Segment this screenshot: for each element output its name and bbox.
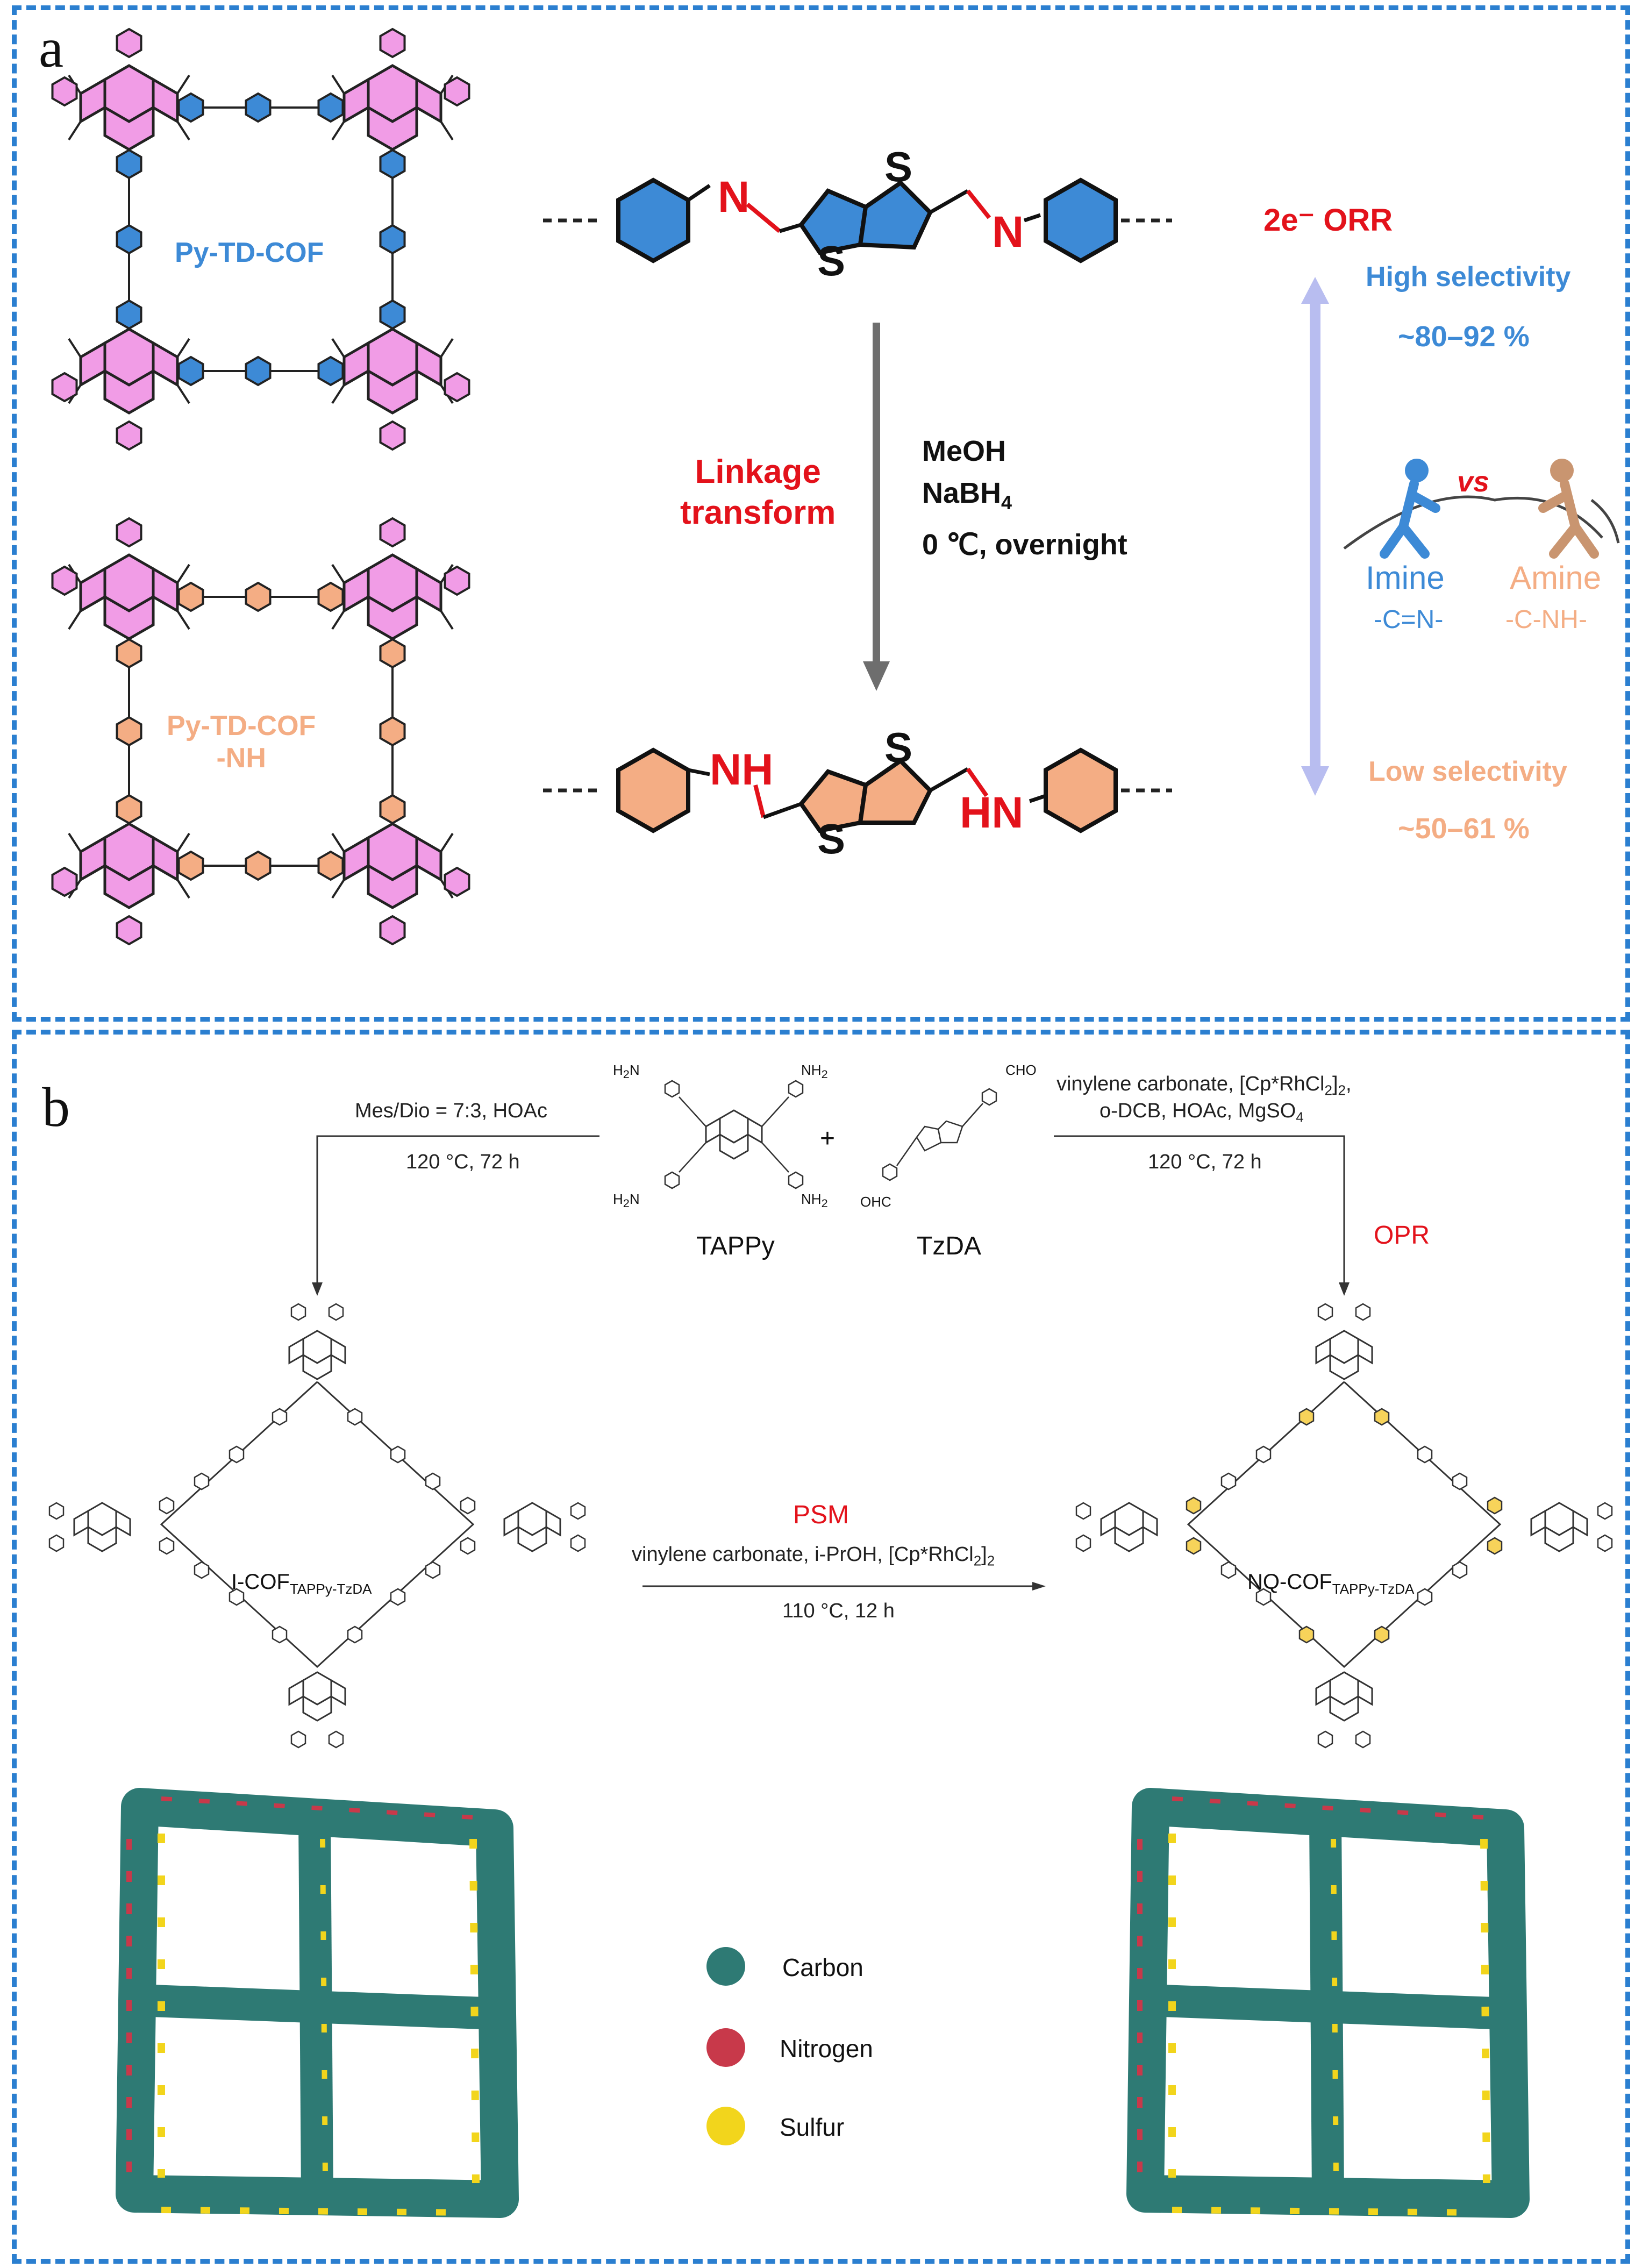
opr-label: OPR: [1374, 1221, 1430, 1250]
psm-arrow: [642, 1582, 1046, 1591]
cond-line1: MeOH: [922, 435, 1006, 467]
psm-conditions-line2: 110 °C, 12 h: [782, 1600, 895, 1622]
tappy-nh2-top: NH2: [801, 1062, 828, 1081]
tzda-cho: CHO: [1005, 1062, 1037, 1078]
imine-formula: -C=N-: [1374, 605, 1444, 634]
cond-line3: 0 ℃, overnight: [922, 528, 1127, 561]
left-conditions-line1: Mes/Dio = 7:3, HOAc: [355, 1100, 547, 1122]
left-conditions-line2: 120 °C, 72 h: [406, 1151, 520, 1173]
cof2-name-line2: -NH: [216, 743, 266, 774]
panel-a: [12, 5, 1630, 1022]
atom-nh: NH: [710, 745, 774, 794]
atom-s-top: S: [884, 143, 913, 190]
tappy-label: TAPPy: [696, 1232, 775, 1260]
nq-cof-rhombus: [1075, 1303, 1613, 1749]
cof1-name: Py-TD-COF: [175, 237, 324, 268]
legend-sulfur-sphere: [706, 2107, 745, 2145]
tzda-monomer: [882, 1088, 997, 1181]
right-conditions-line3: 120 °C, 72 h: [1148, 1151, 1262, 1173]
cond-line2: NaBH4: [922, 477, 1012, 513]
panel-b-label: b: [42, 1076, 70, 1138]
i-cof-label: I-COFTAPPy-TzDA: [231, 1570, 372, 1597]
cof2-name: Py-TD-COF -NH: [167, 710, 316, 774]
imine-label: Imine: [1366, 560, 1445, 596]
nq-cof-3d-framework: [1126, 1788, 1530, 2218]
psm-conditions-line1: vinylene carbonate, i-PrOH, [Cp*RhCl2]2: [632, 1543, 995, 1569]
legend-sulfur-label: Sulfur: [780, 2113, 845, 2141]
left-synthesis-arrow: [312, 1135, 599, 1296]
high-selectivity-label: High selectivity: [1366, 261, 1571, 293]
high-selectivity-value: ~80–92 %: [1398, 320, 1530, 353]
atom-n-left: N: [718, 173, 750, 222]
py-td-cof-nh-structure: [51, 517, 470, 945]
tzda-label: TzDA: [917, 1232, 981, 1260]
psm-label: PSM: [793, 1501, 849, 1529]
tzda-ohc: OHC: [860, 1194, 891, 1210]
right-synthesis-arrow: [1054, 1135, 1350, 1296]
tappy-h2n-top: H2N: [613, 1062, 640, 1081]
atom-s-top-2: S: [884, 724, 913, 771]
low-selectivity-value: ~50–61 %: [1398, 812, 1530, 845]
imine-linker-molecule: [543, 177, 1172, 263]
nq-cof-label: NQ-COFTAPPy-TzDA: [1247, 1570, 1415, 1597]
right-conditions-line1: vinylene carbonate, [Cp*RhCl2]2,: [1056, 1073, 1352, 1099]
tappy-nh2-bottom: NH2: [801, 1191, 828, 1210]
vs-label: vs: [1457, 466, 1490, 498]
atom-hn: HN: [960, 788, 1024, 837]
orr-title: 2e⁻ ORR: [1263, 203, 1393, 238]
reaction-arrow: [863, 323, 890, 691]
low-selectivity-label: Low selectivity: [1368, 756, 1567, 787]
reaction-conditions-a: MeOH NaBH4 0 ℃, overnight: [922, 430, 1127, 566]
atom-s-bottom: S: [817, 237, 846, 284]
py-td-cof-structure: [51, 28, 470, 451]
plus-sign: +: [820, 1124, 836, 1153]
atom-legend: [706, 1947, 745, 2145]
cof2-name-line1: Py-TD-COF: [167, 710, 316, 741]
amine-label: Amine: [1510, 560, 1602, 596]
legend-carbon-label: Carbon: [782, 1953, 863, 1981]
linkage-line1: Linkage: [695, 453, 821, 490]
selectivity-arrow: [1301, 277, 1329, 796]
panel-b: [12, 1030, 1630, 2264]
tappy-h2n-bottom: H2N: [613, 1191, 640, 1210]
legend-nitrogen-sphere: [706, 2028, 745, 2067]
panel-a-label: a: [39, 17, 64, 79]
amine-linker-molecule: [543, 747, 1172, 833]
linkage-transform-label: Linkage transform: [680, 452, 836, 533]
atom-n-right: N: [992, 208, 1024, 256]
tappy-monomer: [664, 1080, 804, 1189]
legend-carbon-sphere: [706, 1947, 745, 1986]
i-cof-3d-framework: [116, 1788, 519, 2226]
atom-s-bottom-2: S: [817, 815, 846, 862]
i-cof-rhombus: [48, 1303, 586, 1749]
right-conditions-line2: o-DCB, HOAc, MgSO4: [1100, 1100, 1304, 1125]
tug-of-war-illustration: [1343, 459, 1620, 559]
amine-formula: -C-NH-: [1505, 605, 1587, 634]
linkage-line2: transform: [680, 494, 836, 531]
legend-nitrogen-label: Nitrogen: [780, 2035, 873, 2063]
